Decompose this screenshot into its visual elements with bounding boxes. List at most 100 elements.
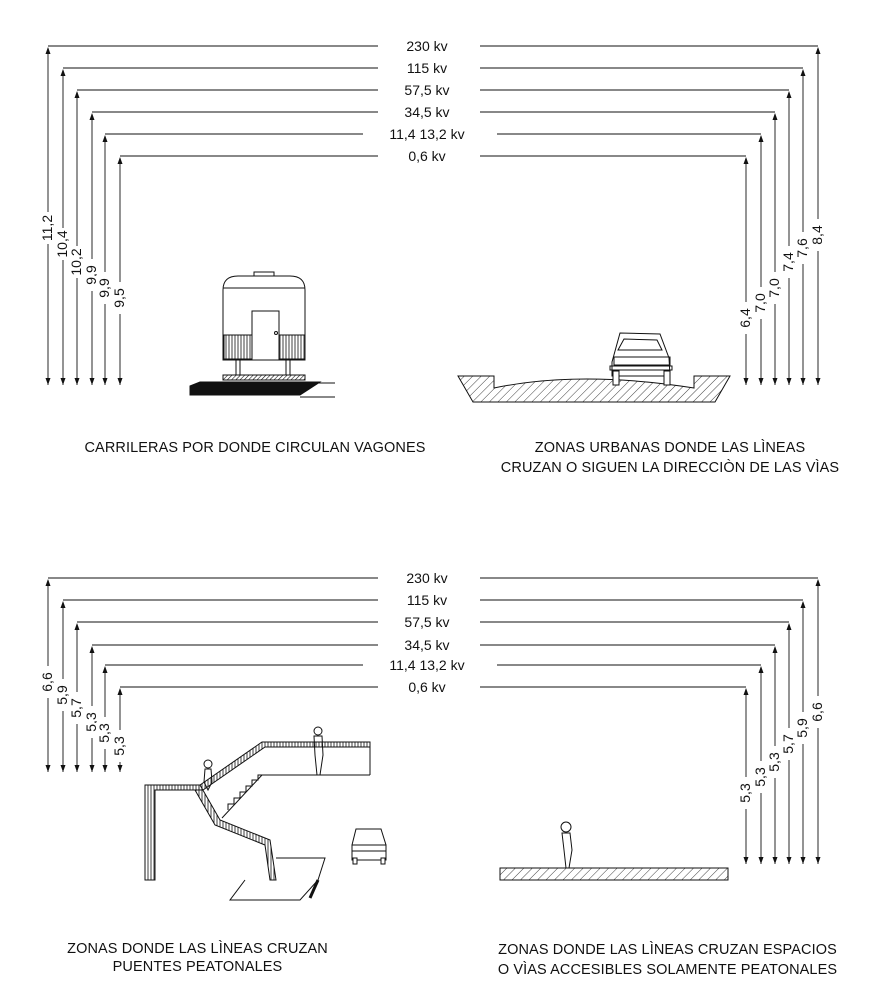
arrow-down-icon	[74, 765, 80, 772]
clearance-value-right: 6,4	[737, 308, 753, 328]
label-gap	[753, 761, 769, 793]
caption-line: CARRILERAS POR DONDE CIRCULAN VAGONES	[84, 440, 426, 456]
clearance-value-left: 5,3	[96, 723, 112, 743]
arrow-up-icon	[772, 113, 778, 120]
clearance-value-left: 5,7	[68, 698, 84, 718]
arrow-down-icon	[758, 857, 764, 864]
label-gap	[97, 717, 113, 749]
voltage-label: 11,4 13,2 kv	[389, 657, 464, 673]
arrow-up-icon	[102, 135, 108, 142]
clearance-value-right: 5,9	[794, 718, 810, 738]
voltage-label: 34,5 kv	[404, 637, 449, 653]
voltage-label: 230 kv	[406, 38, 447, 54]
arrow-up-icon	[815, 579, 821, 586]
arrow-up-icon	[117, 688, 123, 695]
label-gap	[55, 228, 71, 260]
voltage-label: 57,5 kv	[404, 614, 449, 630]
label-gap	[40, 666, 56, 698]
person-icon	[313, 726, 324, 776]
clearance-value-left: 9,9	[83, 265, 99, 285]
arrow-down-icon	[102, 378, 108, 385]
label-gap	[795, 712, 811, 744]
caption-pedestrian-bridges: ZONAS DONDE LAS LÌNEAS CRUZAN PUENTES PE…	[0, 940, 395, 976]
caption-line: ZONAS DONDE LAS LÌNEAS CRUZAN	[67, 941, 328, 957]
arrow-down-icon	[815, 857, 821, 864]
label-gap	[753, 287, 769, 319]
label-gap	[69, 246, 85, 278]
arrow-up-icon	[800, 601, 806, 608]
clearance-value-left: 5,3	[111, 736, 127, 756]
arrow-down-icon	[74, 378, 80, 385]
label-gap	[781, 728, 797, 760]
arrow-up-icon	[102, 666, 108, 673]
clearance-value-right: 7,6	[794, 238, 810, 258]
arrow-down-icon	[772, 378, 778, 385]
arrow-down-icon	[815, 378, 821, 385]
arrow-up-icon	[800, 69, 806, 76]
arrow-up-icon	[60, 69, 66, 76]
voltage-label: 57,5 kv	[404, 82, 449, 98]
arrow-up-icon	[786, 623, 792, 630]
label-gap	[767, 272, 783, 304]
label-gap	[738, 777, 754, 809]
arrow-up-icon	[758, 135, 764, 142]
arrow-down-icon	[60, 765, 66, 772]
arrow-up-icon	[743, 157, 749, 164]
arrow-down-icon	[60, 378, 66, 385]
caption-urban-roads: ZONAS URBANAS DONDE LAS LÌNEAS CRUZAN O …	[460, 438, 880, 478]
label-gap	[84, 706, 100, 738]
clearance-value-right: 5,7	[780, 734, 796, 754]
arrow-down-icon	[743, 857, 749, 864]
label-gap	[810, 696, 826, 728]
arrow-up-icon	[117, 157, 123, 164]
voltage-label: 230 kv	[406, 570, 447, 586]
clearance-value-right: 8,4	[809, 225, 825, 245]
car-rear-drawing	[609, 332, 673, 386]
arrow-down-icon	[758, 378, 764, 385]
arrow-down-icon	[102, 765, 108, 772]
clearance-value-right: 6,6	[809, 702, 825, 722]
clearance-value-left: 10,2	[68, 248, 84, 275]
clearance-value-right: 7,0	[752, 293, 768, 313]
arrow-down-icon	[772, 857, 778, 864]
caption-railway: CARRILERAS POR DONDE CIRCULAN VAGONES	[40, 438, 470, 458]
arrow-up-icon	[45, 579, 51, 586]
arrow-up-icon	[758, 666, 764, 673]
clearance-value-right: 5,3	[766, 752, 782, 772]
person-icon	[203, 759, 213, 792]
voltage-label: 115 kv	[407, 60, 447, 76]
label-gap	[781, 246, 797, 278]
arrow-up-icon	[60, 601, 66, 608]
arrow-down-icon	[800, 857, 806, 864]
arrow-down-icon	[786, 378, 792, 385]
voltage-label: 0,6 kv	[408, 679, 445, 695]
person-icon	[560, 821, 573, 869]
voltage-label: 115 kv	[407, 592, 447, 608]
arrow-up-icon	[89, 646, 95, 653]
voltage-label: 34,5 kv	[404, 104, 449, 120]
arrow-up-icon	[772, 646, 778, 653]
caption-line: PUENTES PEATONALES	[112, 959, 283, 975]
clearance-value-right: 5,3	[737, 783, 753, 803]
label-gap	[69, 692, 85, 724]
railway-wagon-drawing	[189, 271, 335, 398]
clearance-value-left: 5,3	[83, 712, 99, 732]
clearance-value-left: 5,9	[54, 685, 70, 705]
arrow-down-icon	[117, 378, 123, 385]
arrow-up-icon	[815, 47, 821, 54]
caption-line: ZONAS DONDE LAS LÌNEAS CRUZAN ESPACIOS	[498, 942, 837, 958]
label-gap	[767, 746, 783, 778]
clearance-value-right: 7,0	[766, 278, 782, 298]
label-gap	[112, 282, 128, 314]
pedestrian-zone-drawing	[499, 821, 729, 881]
arrow-up-icon	[89, 113, 95, 120]
clearance-value-left: 9,9	[96, 278, 112, 298]
clearance-value-left: 11,2	[39, 215, 55, 241]
label-gap	[112, 730, 128, 762]
arrow-up-icon	[74, 623, 80, 630]
arrow-up-icon	[45, 47, 51, 54]
caption-line: ZONAS URBANAS DONDE LAS LÌNEAS	[534, 440, 806, 456]
arrow-down-icon	[800, 378, 806, 385]
clearance-value-left: 10,4	[54, 230, 70, 257]
